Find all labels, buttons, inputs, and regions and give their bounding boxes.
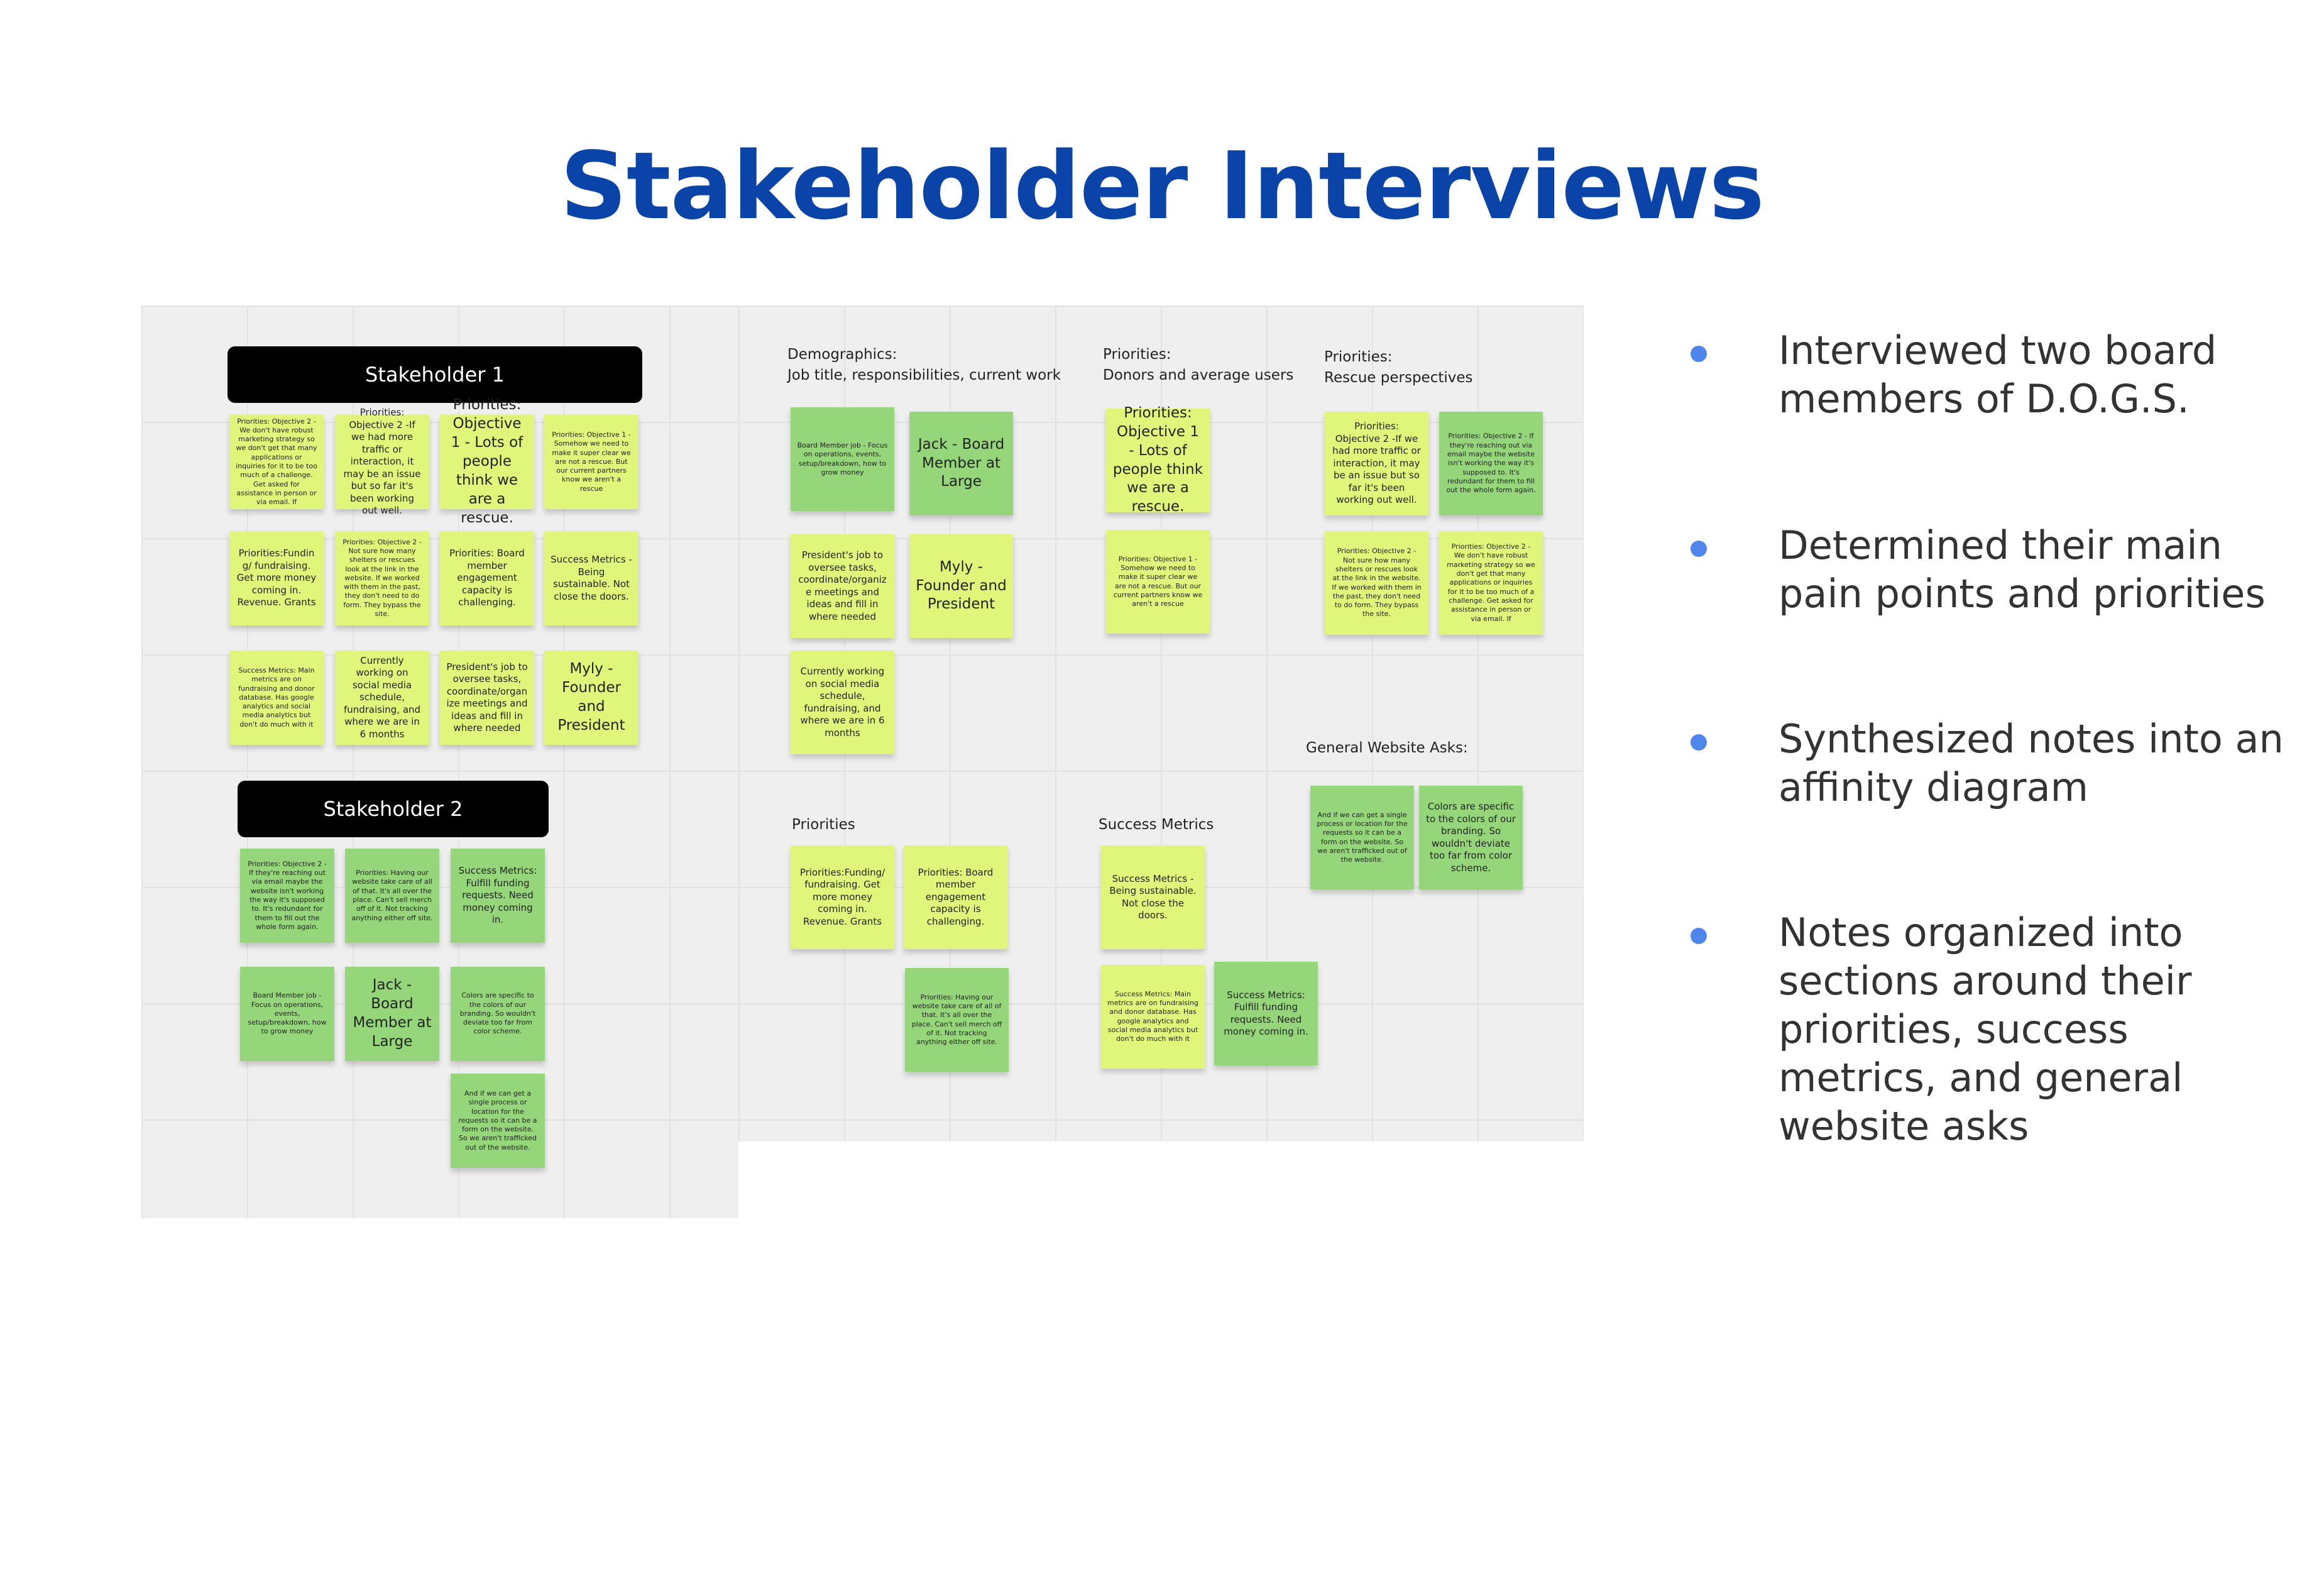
bullet-dot-icon [1691,346,1707,362]
board-canvas-right[interactable] [738,305,1584,1141]
bullet-text: Determined their main pain points and pr… [1779,522,2266,617]
slide-title: Stakeholder Interviews [560,132,1765,240]
bullet-text: Interviewed two board members of D.O.G.S… [1779,327,2217,422]
bullet-dot-icon [1691,734,1707,751]
bullet-dot-icon [1691,541,1707,557]
board-canvas-left[interactable] [141,305,738,1218]
bullet-text: Synthesized notes into an affinity diagr… [1779,716,2284,810]
bullet-text: Notes organized into sections around the… [1779,910,2192,1149]
bullet-dot-icon [1691,928,1707,944]
